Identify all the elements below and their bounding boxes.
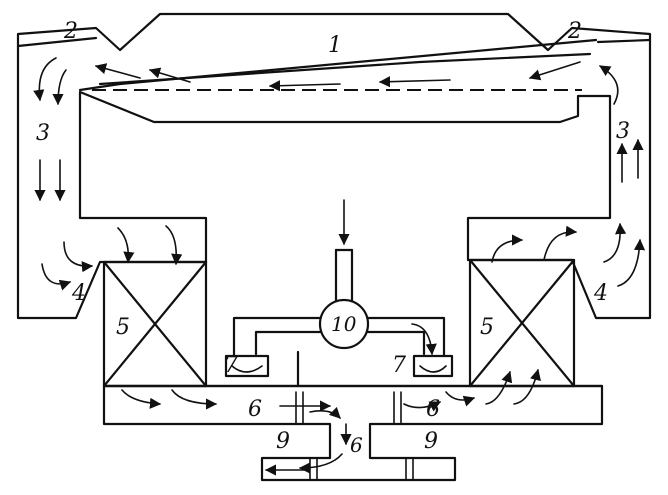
valve-bottom-right bbox=[405, 457, 414, 481]
diffuser-top bbox=[78, 38, 598, 92]
label-10: 10 bbox=[331, 312, 357, 336]
fan-assembly bbox=[232, 248, 446, 388]
nozzle-head-right bbox=[412, 354, 454, 378]
heat-exchanger-right bbox=[468, 258, 576, 388]
label-2-left: 2 bbox=[63, 19, 78, 44]
label-1: 1 bbox=[328, 33, 342, 58]
label-9-left: 9 bbox=[276, 429, 290, 454]
label-9-right: 9 bbox=[424, 429, 438, 454]
label-6-center: 6 bbox=[350, 433, 363, 457]
label-6-right: 6 bbox=[426, 397, 440, 422]
label-5-right: 5 bbox=[480, 315, 494, 340]
outer-housing bbox=[16, 12, 652, 320]
flow-arrows bbox=[33, 57, 646, 476]
nozzle-right bbox=[596, 38, 652, 44]
label-4-left: 4 bbox=[71, 281, 86, 306]
diffuser-bottom bbox=[98, 52, 592, 86]
label-3-right: 3 bbox=[616, 119, 630, 144]
label-7-right: 7 bbox=[392, 353, 406, 378]
nozzle-head-left bbox=[224, 354, 270, 378]
nozzle-left bbox=[16, 36, 98, 48]
valve-left bbox=[295, 391, 304, 425]
label-6-left: 6 bbox=[248, 397, 262, 422]
label-2-right: 2 bbox=[567, 19, 582, 44]
label-7-left: 7 bbox=[224, 353, 238, 378]
valve-right bbox=[393, 391, 402, 425]
valve-bottom-left bbox=[309, 457, 318, 481]
label-5-left: 5 bbox=[116, 315, 130, 340]
label-3-left: 3 bbox=[36, 121, 50, 146]
label-4-right: 4 bbox=[593, 281, 608, 306]
lower-duct bbox=[102, 384, 604, 482]
